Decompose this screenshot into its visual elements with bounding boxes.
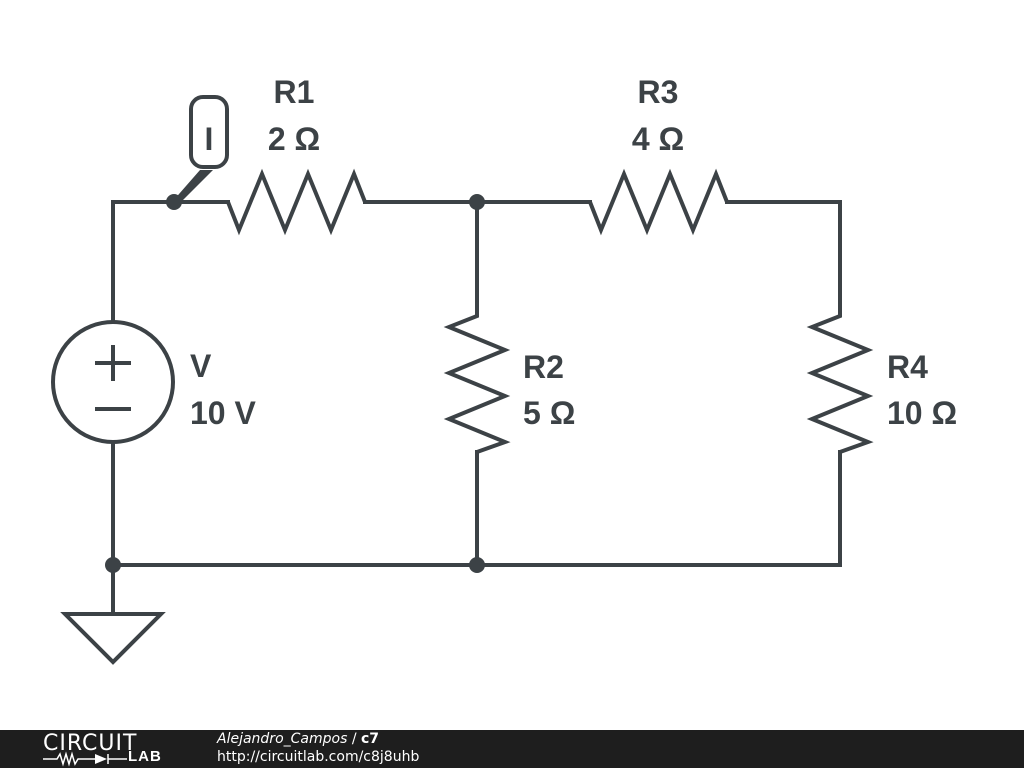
circuitlab-logo-text[interactable]: CIRCUIT bbox=[43, 731, 138, 756]
footer-title: Alejandro_Campos / c7 bbox=[217, 731, 379, 747]
resistor-r3-name: R3 bbox=[638, 74, 679, 110]
voltage-source-value: 10 V bbox=[190, 395, 256, 431]
diode-bar-icon bbox=[107, 754, 127, 764]
current-probe-tag[interactable] bbox=[189, 95, 229, 169]
resistor-r3[interactable]: R3 4 Ω bbox=[588, 74, 729, 236]
resistor-r2[interactable]: R2 5 Ω bbox=[443, 314, 575, 454]
junction-dot bbox=[166, 194, 182, 210]
resistor-r4-name: R4 bbox=[887, 349, 928, 385]
resistor-r1[interactable]: R1 2 Ω bbox=[226, 74, 367, 236]
resistor-r2-value: 5 Ω bbox=[523, 395, 575, 431]
ground-icon[interactable] bbox=[60, 612, 166, 665]
resistor-r4-value: 10 Ω bbox=[887, 395, 957, 431]
resistor-r3-zigzag[interactable] bbox=[588, 168, 729, 236]
voltage-source[interactable]: V 10 V bbox=[51, 320, 256, 444]
junctions bbox=[105, 194, 485, 573]
current-probe-stem bbox=[172, 170, 213, 205]
resistor-r4-zigzag[interactable] bbox=[806, 314, 874, 454]
resistor-r1-value: 2 Ω bbox=[268, 121, 320, 157]
voltage-source-circle[interactable] bbox=[51, 320, 175, 444]
junction-dot bbox=[469, 557, 485, 573]
junction-dot bbox=[469, 194, 485, 210]
ground-symbol[interactable] bbox=[60, 612, 166, 665]
circuit-schematic: R1 2 Ω R3 4 Ω R2 5 Ω R4 10 Ω V 10 V I bbox=[51, 74, 957, 665]
circuit-name[interactable]: c7 bbox=[361, 731, 380, 747]
current-probe-label: I bbox=[205, 121, 214, 157]
author-link[interactable]: Alejandro_Campos bbox=[217, 731, 348, 747]
wire-top-right[interactable] bbox=[725, 200, 842, 317]
resistor-r1-name: R1 bbox=[274, 74, 315, 110]
resistor-r3-value: 4 Ω bbox=[632, 121, 684, 157]
footer: CIRCUIT LAB Alejandro_Campos / c7 http:/… bbox=[0, 730, 1024, 768]
current-probe[interactable]: I bbox=[172, 95, 229, 205]
resistor-r2-zigzag[interactable] bbox=[443, 314, 511, 454]
wires bbox=[111, 200, 842, 615]
wire-bottom[interactable] bbox=[111, 450, 842, 567]
resistor-icon bbox=[43, 751, 95, 767]
resistor-r2-name: R2 bbox=[523, 349, 564, 385]
circuitlab-logo-symbol bbox=[43, 751, 127, 767]
circuit-url[interactable]: http://circuitlab.com/c8j8uhb bbox=[217, 749, 420, 765]
resistor-r1-zigzag[interactable] bbox=[226, 168, 367, 236]
diode-icon bbox=[95, 754, 107, 764]
voltage-source-name: V bbox=[190, 348, 212, 384]
title-separator: / bbox=[347, 731, 361, 747]
plus-icon bbox=[95, 345, 131, 381]
resistor-r4[interactable]: R4 10 Ω bbox=[806, 314, 957, 454]
circuitlab-logo-lab: LAB bbox=[128, 748, 162, 765]
junction-dot bbox=[105, 557, 121, 573]
